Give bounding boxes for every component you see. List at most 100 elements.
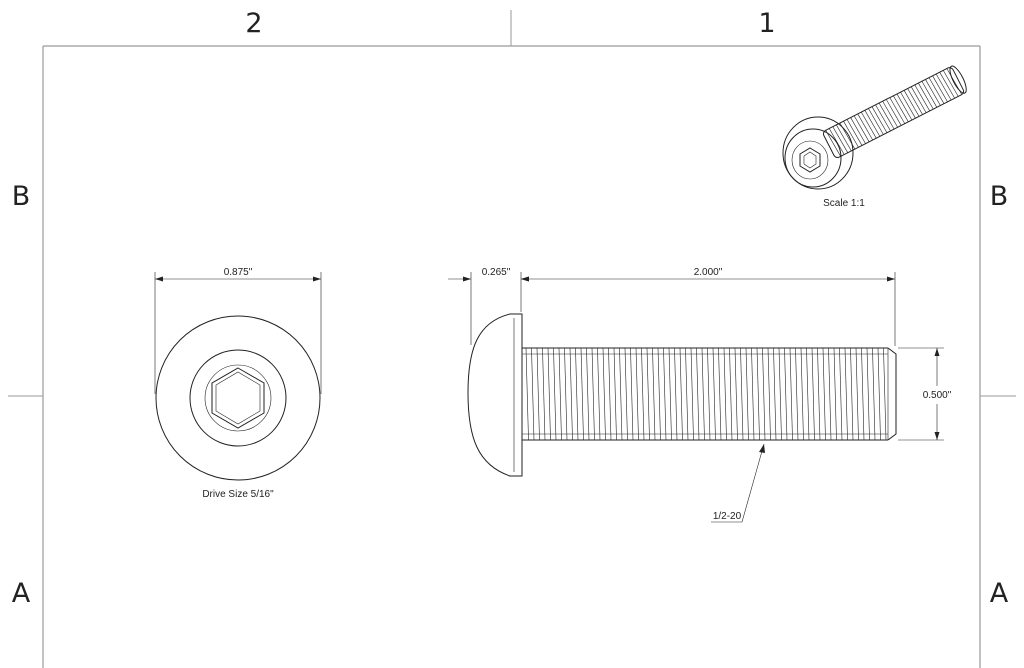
isometric-thread-line <box>918 82 934 110</box>
isometric-thread-line <box>836 124 852 152</box>
isometric-thread-line <box>825 130 841 157</box>
scale-label: Scale 1:1 <box>823 198 865 209</box>
thread-line <box>580 347 584 441</box>
thread-line <box>828 347 832 441</box>
thread-line <box>635 347 639 441</box>
head-height-label: 0.265" <box>482 267 511 278</box>
thread-line <box>789 347 793 441</box>
thread-line <box>641 347 645 441</box>
thread-line <box>679 347 683 441</box>
thread-line <box>668 347 672 441</box>
front-view: 0.875" Drive Size 5/16" <box>154 267 322 500</box>
side-view: 0.265" 2.000" 0.500" 1/2-20 <box>448 267 952 523</box>
isometric-thread-line <box>910 86 927 113</box>
isometric-thread-line <box>900 91 916 119</box>
thread-line <box>839 347 843 441</box>
isometric-thread-line <box>893 95 909 122</box>
thread-line <box>547 347 551 441</box>
isometric-thread-line <box>935 73 952 101</box>
isometric-thread-line <box>843 121 859 148</box>
thread-line <box>751 347 755 441</box>
thread-line <box>531 347 535 441</box>
isometric-thread-line <box>882 101 898 128</box>
thread-line <box>883 347 887 441</box>
isometric-thread-line <box>896 93 913 121</box>
thread-callout: 1/2-20 <box>711 443 765 523</box>
isometric-thread-line <box>861 111 877 139</box>
isometric-thread-line <box>871 106 888 133</box>
head-diameter-dimension: 0.875" <box>154 267 322 394</box>
isometric-thread-line <box>921 81 938 108</box>
isometric-thread-line <box>885 99 902 126</box>
zone-label-right-a: A <box>990 578 1009 609</box>
isometric-thread-line <box>850 117 866 144</box>
isometric-thread-line <box>846 119 863 146</box>
thread-diameter-label: 0.500" <box>923 390 952 401</box>
thread-line <box>784 347 788 441</box>
thread-line <box>833 347 837 441</box>
thread-line <box>877 347 881 441</box>
thread-line <box>855 347 859 441</box>
isometric-thread-line <box>857 113 873 141</box>
isometric-head <box>782 116 854 190</box>
length-dimension: 2.000" <box>521 267 896 346</box>
thread-line <box>795 347 799 441</box>
isometric-thread-line <box>889 97 906 124</box>
thread-line <box>712 347 716 441</box>
thread-line <box>663 347 667 441</box>
thread-line <box>811 347 815 441</box>
zone-label-top-1: 1 <box>758 8 775 39</box>
isometric-thread-line <box>932 75 948 102</box>
thread-line <box>800 347 804 441</box>
thread-line <box>707 347 711 441</box>
thread-line <box>729 347 733 441</box>
zone-label-left-b: B <box>12 181 31 212</box>
isometric-thread-line <box>864 110 881 137</box>
isometric-thread-line <box>939 72 955 99</box>
thread-line <box>586 347 590 441</box>
thread-line <box>542 347 546 441</box>
isometric-thread-line <box>828 128 845 155</box>
thread-diameter-dimension: 0.500" <box>898 347 952 441</box>
thread-line <box>525 347 529 441</box>
isometric-shank <box>822 65 967 158</box>
isometric-thread-line <box>868 108 884 135</box>
zone-label-left-a: A <box>12 578 31 609</box>
thread-line <box>696 347 700 441</box>
sheet-border <box>8 10 1016 668</box>
thread-line <box>745 347 749 441</box>
thread-line <box>690 347 694 441</box>
drive-size-label: Drive Size 5/16" <box>202 489 274 500</box>
isometric-thread-line <box>832 126 849 153</box>
thread-line <box>646 347 650 441</box>
isometric-thread-line <box>878 102 895 130</box>
button-head-profile <box>467 313 523 477</box>
thread-line <box>613 347 617 441</box>
thread-line <box>674 347 678 441</box>
thread-line <box>718 347 722 441</box>
thread-line <box>723 347 727 441</box>
hex-socket <box>211 367 265 429</box>
thread-line <box>657 347 661 441</box>
thread-line <box>756 347 760 441</box>
isometric-thread-line <box>907 88 923 115</box>
thread-line <box>558 347 562 441</box>
thread-line <box>569 347 573 441</box>
thread-line <box>817 347 821 441</box>
thread-line <box>608 347 612 441</box>
isometric-thread-line <box>928 77 945 104</box>
head-height-dimension: 0.265" <box>448 267 529 345</box>
thread-line <box>575 347 579 441</box>
thread-callout-label: 1/2-20 <box>713 511 742 522</box>
isometric-thread-line <box>903 90 920 117</box>
thread-line <box>767 347 771 441</box>
thread-line <box>564 347 568 441</box>
thread-line <box>778 347 782 441</box>
thread-line <box>734 347 738 441</box>
front-head-inner-circle <box>189 349 287 447</box>
thread-line <box>602 347 606 441</box>
thread-line <box>619 347 623 441</box>
thread-line <box>762 347 766 441</box>
thread-line <box>553 347 557 441</box>
